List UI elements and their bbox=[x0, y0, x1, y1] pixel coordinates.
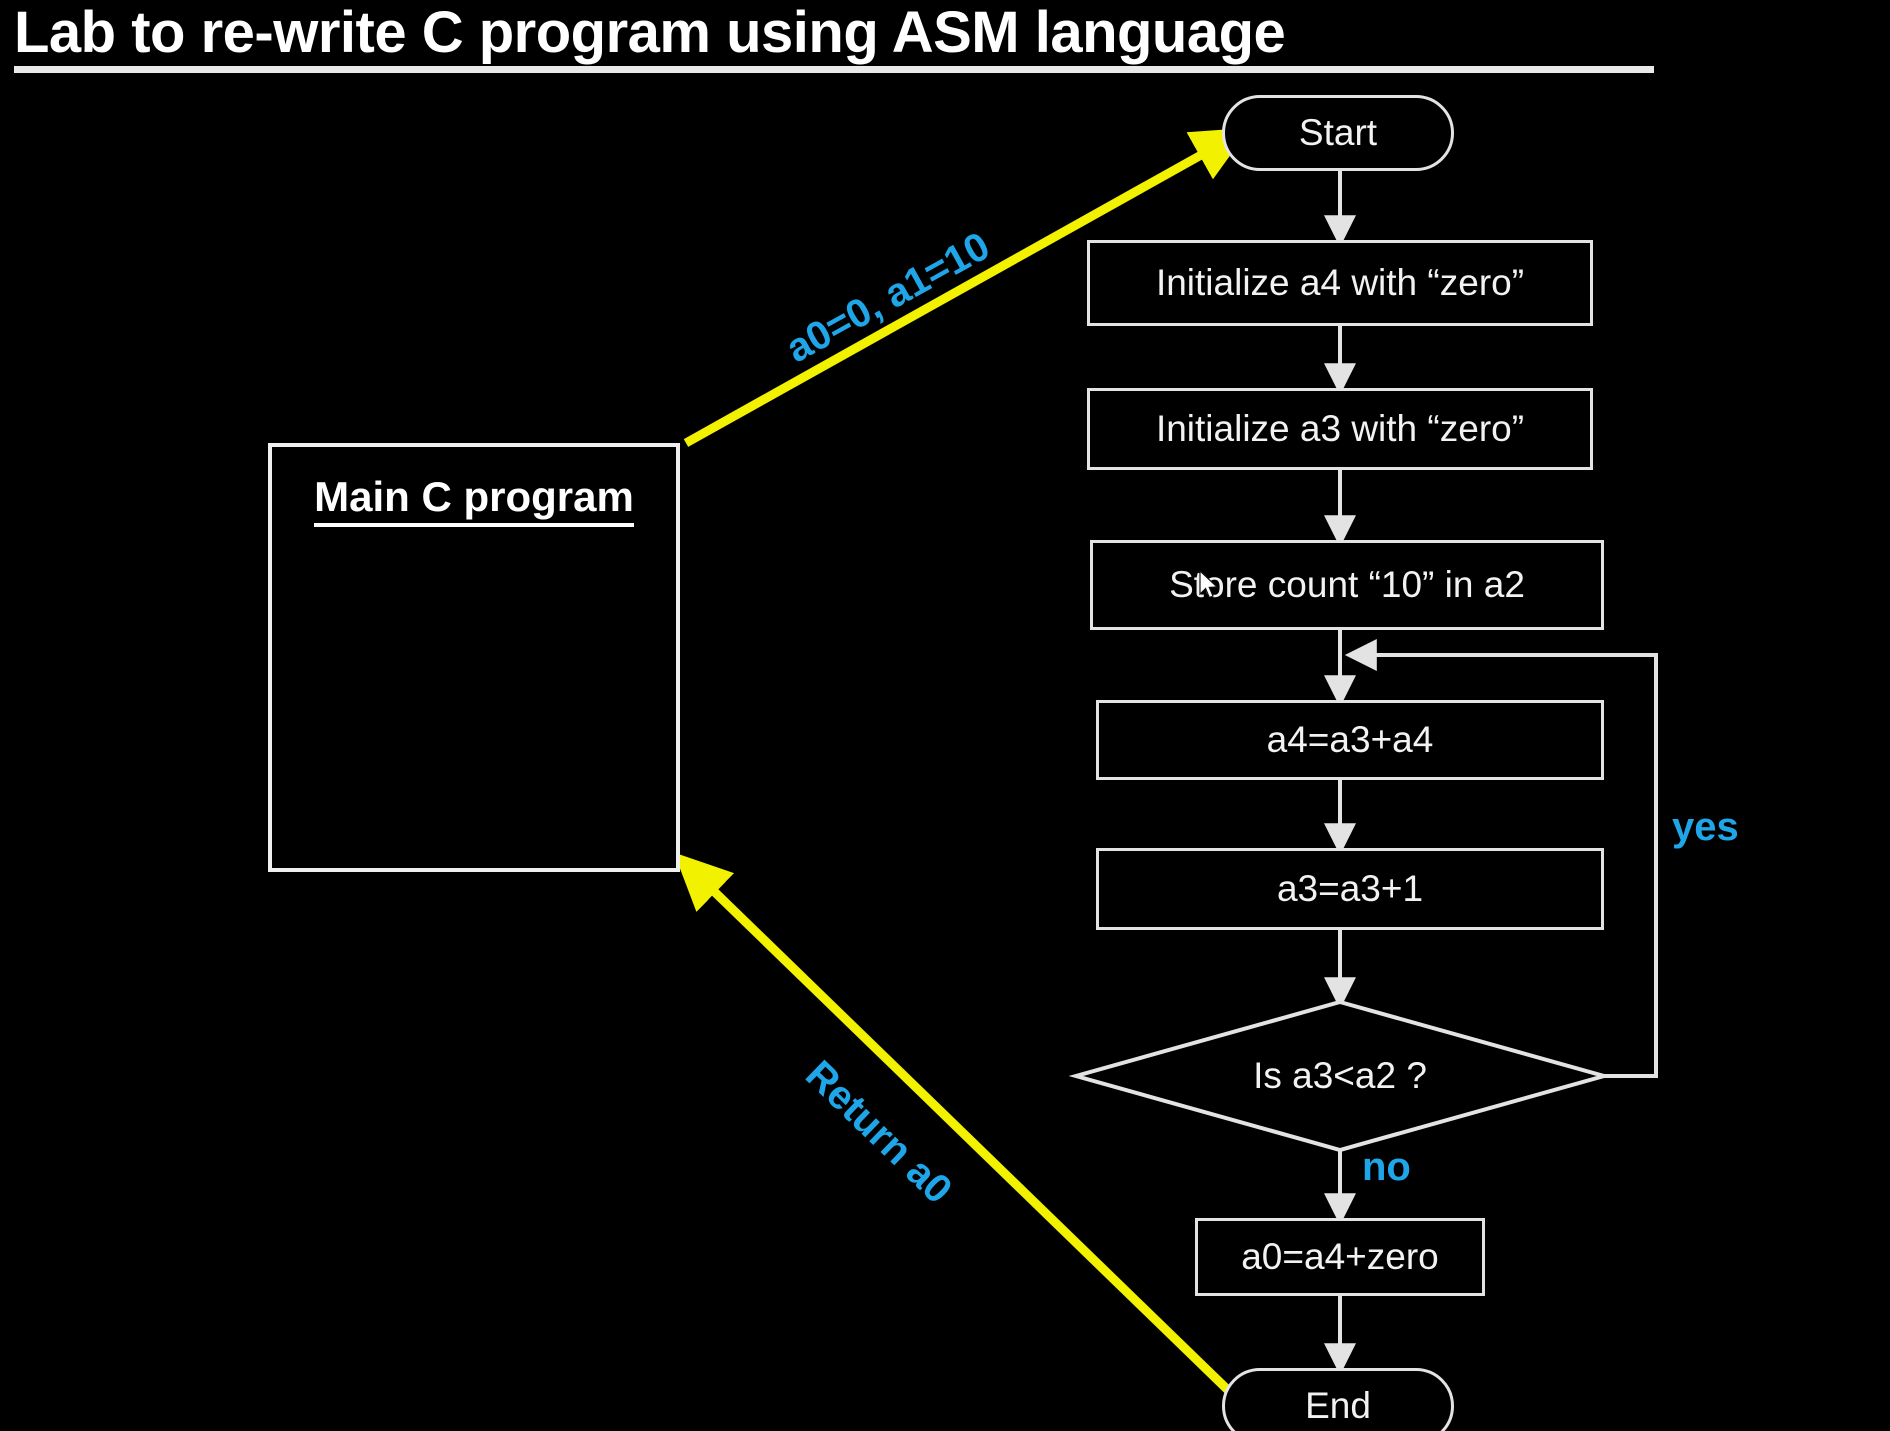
arrow-return-to-main bbox=[673, 852, 1236, 1398]
node-a3-increment[interactable]: a3=a3+1 bbox=[1096, 848, 1604, 930]
title-underline bbox=[14, 66, 1654, 73]
node-a4-assign-label: a4=a3+a4 bbox=[1266, 719, 1434, 760]
node-decision-label: Is a3<a2 ? bbox=[1253, 1055, 1427, 1096]
main-c-program-box[interactable]: Main C program bbox=[268, 443, 680, 872]
mouse-pointer-icon bbox=[1199, 570, 1219, 599]
node-initialize-a3-label: Initialize a3 with “zero” bbox=[1155, 408, 1525, 449]
node-store-count-label: Store count “10” in a2 bbox=[1169, 564, 1525, 605]
node-initialize-a3[interactable]: Initialize a3 with “zero” bbox=[1087, 388, 1593, 470]
main-c-program-label: Main C program bbox=[272, 473, 676, 527]
edge-label-no: no bbox=[1362, 1145, 1411, 1189]
slide-header: Lab to re-write C program using ASM lang… bbox=[14, 2, 1674, 73]
edge-label-yes: yes bbox=[1672, 805, 1739, 849]
node-initialize-a4-label: Initialize a4 with “zero” bbox=[1155, 262, 1525, 303]
node-end[interactable]: End bbox=[1222, 1368, 1454, 1431]
node-a4-assign[interactable]: a4=a3+a4 bbox=[1096, 700, 1604, 780]
node-initialize-a4[interactable]: Initialize a4 with “zero” bbox=[1087, 240, 1593, 326]
node-decision[interactable]: Is a3<a2 ? bbox=[1076, 1048, 1604, 1104]
edge-label-return-value: Return a0 bbox=[797, 1052, 961, 1213]
edge-label-call-args: a0=0, a1=10 bbox=[779, 223, 997, 372]
node-result[interactable]: a0=a4+zero bbox=[1195, 1218, 1485, 1296]
page-title: Lab to re-write C program using ASM lang… bbox=[14, 0, 1286, 65]
node-store-count[interactable]: Store count “10” in a2 bbox=[1090, 540, 1604, 630]
node-start-label: Start bbox=[1298, 112, 1378, 153]
node-end-label: End bbox=[1305, 1385, 1371, 1426]
node-a3-increment-label: a3=a3+1 bbox=[1276, 868, 1424, 909]
node-result-label: a0=a4+zero bbox=[1241, 1236, 1439, 1277]
node-start[interactable]: Start bbox=[1222, 95, 1454, 171]
